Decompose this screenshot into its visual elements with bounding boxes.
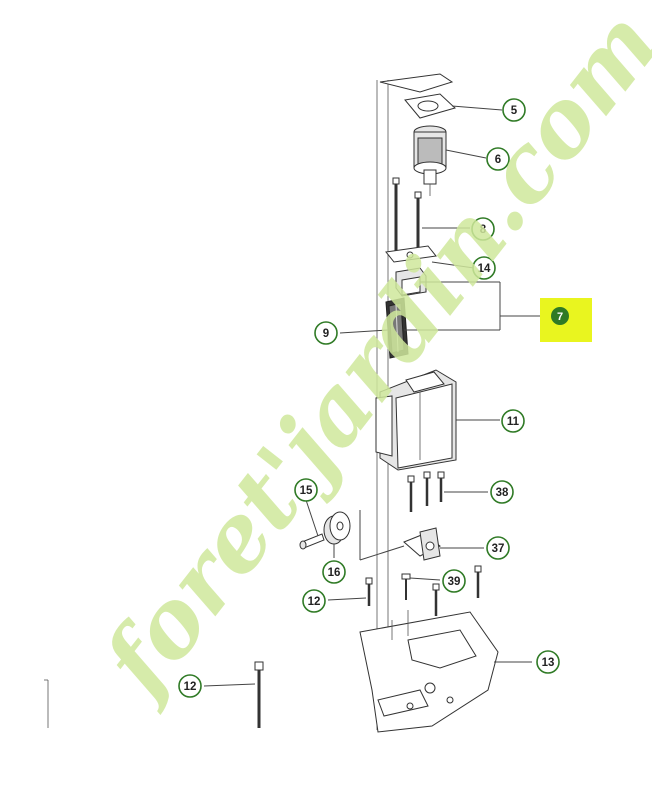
highlight-callout-7[interactable]: 7 (540, 298, 592, 342)
callout-9-label: 9 (323, 328, 329, 340)
heating-element-part (385, 297, 409, 359)
callout-15-label: 15 (300, 485, 313, 497)
highlight-label: 7 (557, 311, 563, 323)
callout-16-label: 16 (328, 567, 341, 579)
callout-38-label: 38 (496, 487, 509, 499)
callout-11-label: 11 (507, 416, 520, 428)
callout-12-upper-label: 12 (308, 596, 321, 608)
callout-15: 15 (294, 478, 318, 502)
callout-12-lower-label: 12 (184, 681, 197, 693)
callout-6: 6 (486, 147, 510, 171)
gasket-part (404, 93, 456, 119)
base-plate-part (359, 610, 499, 733)
callout-9: 9 (314, 321, 338, 345)
lower-bolt-part (254, 661, 264, 728)
callout-12-lower: 12 (178, 674, 202, 698)
callout-38: 38 (490, 480, 514, 504)
housing-part (375, 369, 457, 471)
screw-part (299, 533, 325, 550)
callout-13: 13 (536, 650, 560, 674)
highlight-dot (551, 307, 569, 325)
top-plate (379, 73, 454, 93)
callout-5: 5 (502, 98, 526, 122)
callout-37-label: 37 (492, 543, 505, 555)
bracket-plate-part (385, 245, 437, 297)
callout-39: 39 (442, 569, 466, 593)
mount-bracket-part (359, 510, 441, 561)
callout-11: 11 (501, 409, 525, 433)
callout-12-upper: 12 (302, 589, 326, 613)
callout-14: 14 (472, 256, 496, 280)
long-bolts-part (392, 177, 422, 256)
short-bolts-part (407, 471, 445, 512)
leader-lines (203, 105, 540, 687)
edge-mark (44, 679, 49, 728)
callout-39-label: 39 (448, 576, 461, 588)
callout-14-label: 14 (478, 263, 491, 275)
motor-part (413, 125, 447, 196)
callout-8-label: 8 (480, 224, 487, 236)
watermark: foret'jardin.com (79, 0, 652, 718)
roller-part (323, 511, 351, 545)
callout-8: 8 (471, 217, 495, 241)
callout-5-label: 5 (511, 105, 518, 117)
callout-37: 37 (486, 536, 510, 560)
callout-13-label: 13 (542, 657, 555, 669)
watermark-text: foret'jardin.com (79, 0, 652, 718)
nuts-part (365, 565, 482, 616)
callout-16: 16 (322, 560, 346, 584)
callout-6-label: 6 (495, 154, 501, 166)
